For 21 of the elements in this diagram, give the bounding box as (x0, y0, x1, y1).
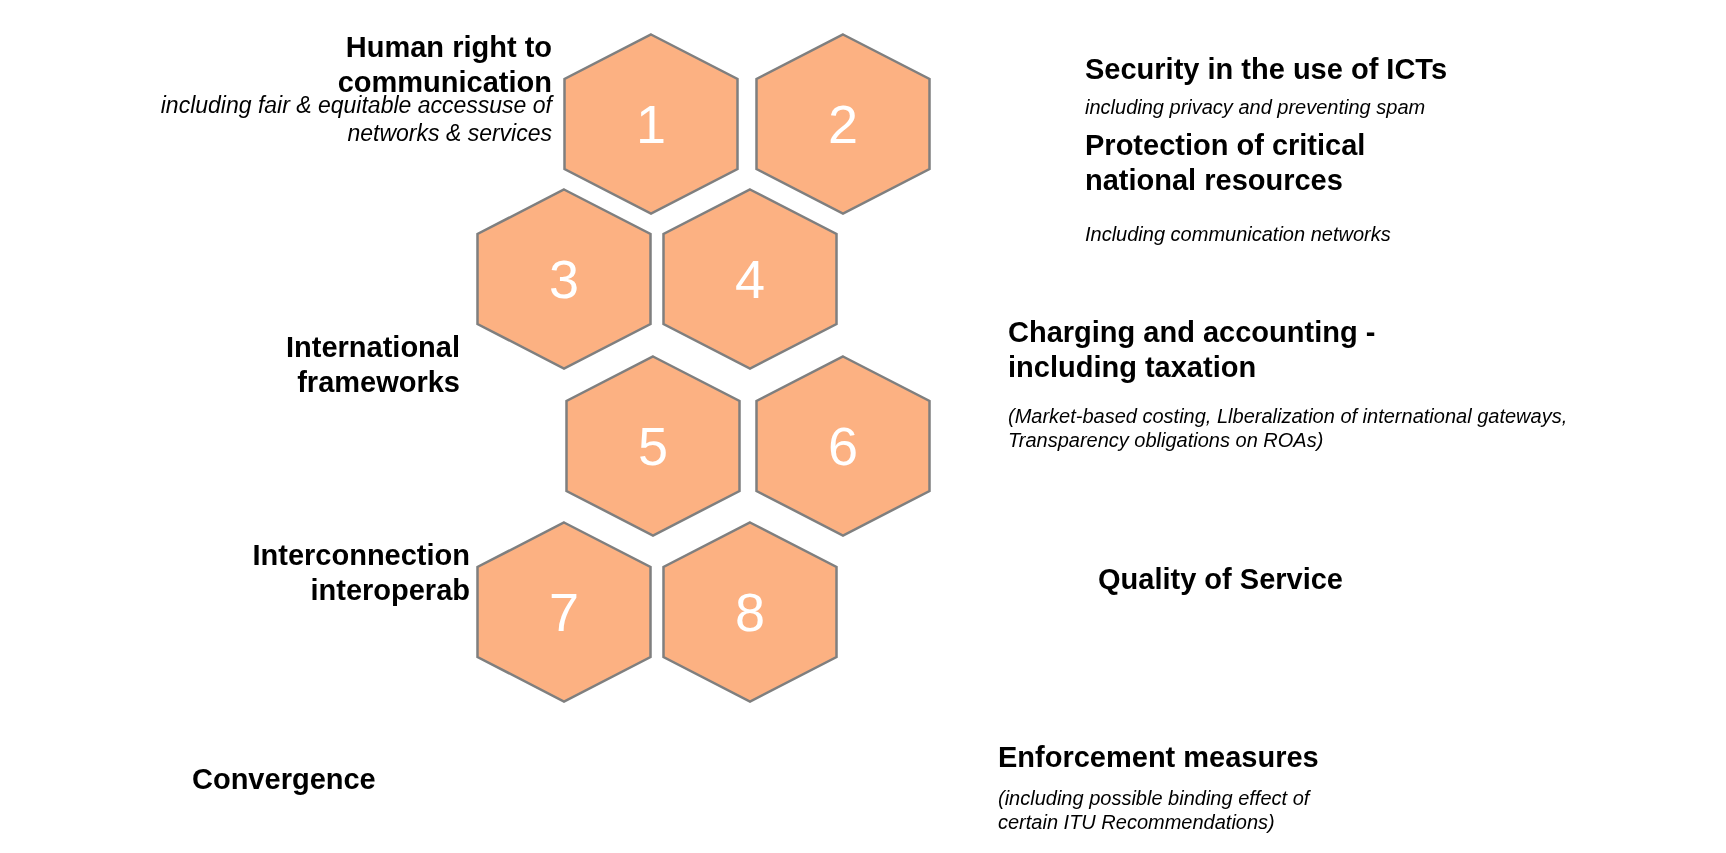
topic-heading: Protection of critical national resources (1085, 128, 1367, 198)
topic-note: including fair & equitable accessuse of networks & services (159, 92, 552, 148)
hexagon-number: 4 (734, 252, 765, 306)
hexagon-number: 5 (637, 419, 668, 473)
topic-heading: Quality of Service (1098, 562, 1344, 597)
topic-heading: Interconnection interoperab (251, 538, 470, 608)
topic-heading: Enforcement measures (998, 740, 1320, 775)
topic-note: (Market-based costing, Llberalization of international gateways, Transparency obligations on ROAs) (1008, 404, 1569, 452)
topic-heading: Charging and accounting - including taxation (1008, 315, 1377, 385)
hexagon-number: 2 (827, 97, 858, 151)
hexagon-number: 1 (635, 97, 666, 151)
topic-heading: Convergence (192, 762, 377, 797)
topic-heading: International frameworks (285, 330, 460, 400)
hexagon-number: 7 (548, 585, 579, 639)
hexagon-number: 8 (734, 585, 765, 639)
topic-note: Including communication networks (1085, 222, 1392, 246)
topic-heading: Security in the use of ICTs (1085, 52, 1449, 87)
hexagon-number: 6 (827, 419, 858, 473)
topic-note: including privacy and preventing spam (1085, 95, 1427, 119)
hexagon-number: 3 (548, 252, 579, 306)
topic-note: (including possible binding effect of certain ITU Recommendations) (998, 786, 1312, 834)
